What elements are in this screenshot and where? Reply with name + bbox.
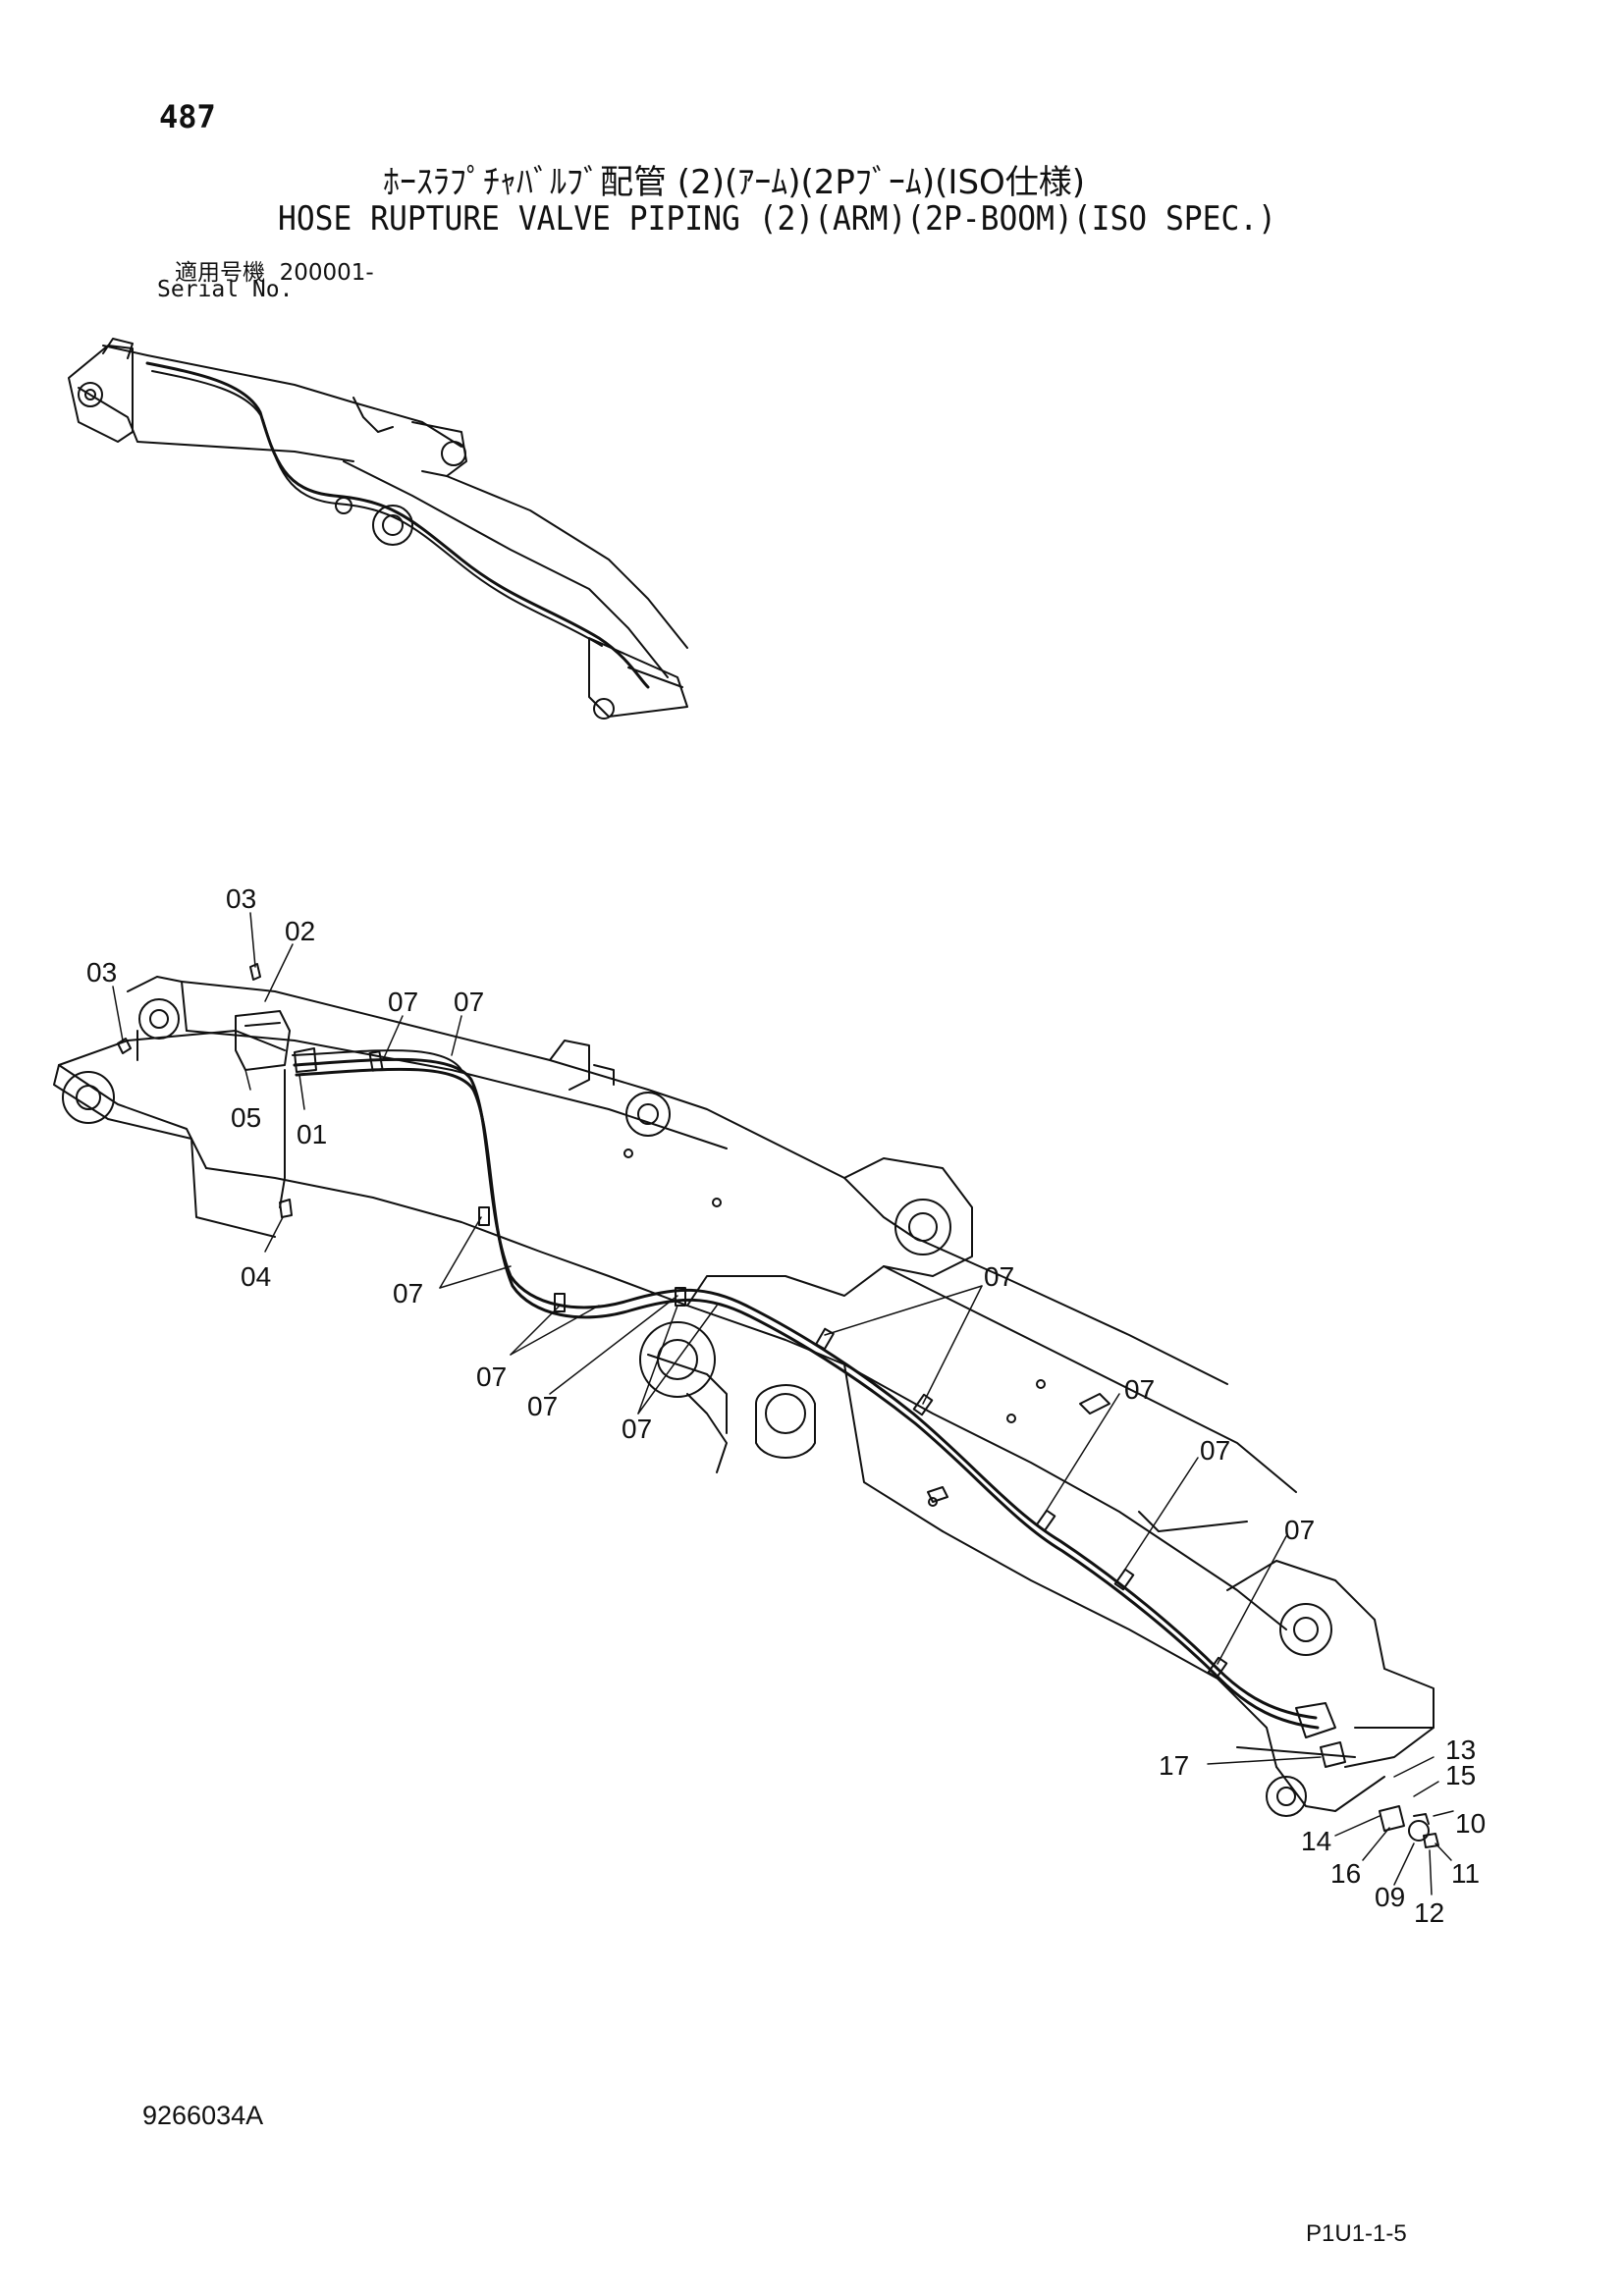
callout-04: 04 bbox=[241, 1261, 271, 1292]
page-number: 487 bbox=[159, 98, 216, 135]
callout-07-mid-d: 07 bbox=[622, 1414, 652, 1444]
callout-leaders bbox=[112, 912, 1454, 1896]
callout-07-right-c: 07 bbox=[1200, 1435, 1230, 1466]
callout-13: 13 bbox=[1445, 1735, 1476, 1765]
callout-03-upper: 03 bbox=[226, 883, 256, 914]
callout-01: 01 bbox=[297, 1119, 327, 1149]
callout-07-right-a: 07 bbox=[984, 1261, 1014, 1292]
serial-label-english: Serial No. bbox=[157, 277, 294, 302]
main-boom-drawing bbox=[53, 963, 1439, 1848]
callout-02: 02 bbox=[285, 916, 315, 946]
drawing-number: 9266034A bbox=[142, 2101, 264, 2130]
callout-07-top-a: 07 bbox=[388, 987, 418, 1017]
serial-value: 200001- bbox=[279, 260, 374, 286]
serial-label-jp-text: 適用号機 bbox=[175, 260, 265, 286]
callout-12: 12 bbox=[1414, 1897, 1444, 1928]
page-title-english: HOSE RUPTURE VALVE PIPING (2)(ARM)(2P-BO… bbox=[278, 199, 1276, 239]
callout-07-mid-a: 07 bbox=[393, 1278, 423, 1308]
callout-09: 09 bbox=[1375, 1882, 1405, 1912]
callout-07-right-d: 07 bbox=[1284, 1515, 1315, 1545]
callout-07-mid-b: 07 bbox=[476, 1362, 507, 1392]
callout-17: 17 bbox=[1159, 1750, 1189, 1781]
callout-14: 14 bbox=[1301, 1826, 1331, 1856]
page-code: P1U1-1-5 bbox=[1306, 2220, 1407, 2247]
callout-10: 10 bbox=[1455, 1808, 1486, 1839]
serial-label-japanese: 適用号機 200001- bbox=[175, 253, 374, 287]
callout-07-right-b: 07 bbox=[1124, 1374, 1155, 1405]
callout-16: 16 bbox=[1330, 1858, 1361, 1889]
overview-boom-drawing bbox=[68, 338, 688, 720]
callout-labels: 03 02 03 07 07 05 01 04 07 07 07 07 07 0… bbox=[86, 883, 1486, 1928]
callout-15: 15 bbox=[1445, 1760, 1476, 1790]
callout-03-left: 03 bbox=[86, 957, 117, 988]
callout-07-mid-c: 07 bbox=[527, 1391, 558, 1421]
callout-07-top-b: 07 bbox=[454, 987, 484, 1017]
callout-05: 05 bbox=[231, 1102, 261, 1133]
page-title-japanese: ﾎｰｽﾗﾌﾟﾁｬﾊﾞﾙﾌﾞ配管 (2)(ｱｰﾑ)(2Pﾌﾞｰﾑ)(ISO仕様) bbox=[383, 163, 1086, 202]
callout-11: 11 bbox=[1451, 1858, 1480, 1889]
